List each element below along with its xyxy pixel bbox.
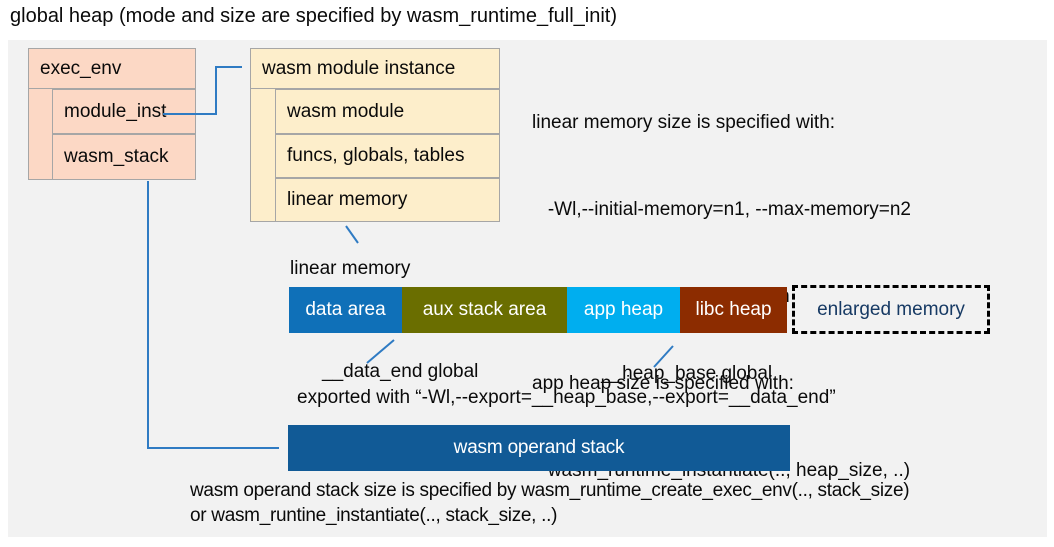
module-instance-header: wasm module instance [250,48,500,89]
operand-stack-caption-line1: wasm operand stack size is specified by … [190,480,910,501]
segment-data-area: data area [289,287,402,333]
segment-libc-heap: libc heap [680,287,787,333]
note-line: -Wl,--initial-memory=n1, --max-memory=n2 [532,199,911,220]
exec-env-row-wasm-stack: wasm_stack [52,134,196,180]
exec-env-row-module-inst: module_inst [52,89,196,134]
diagram-title: global heap (mode and size are specified… [10,5,617,27]
module-instance-row-funcs-globals-tables: funcs, globals, tables [275,134,500,178]
linear-memory-label: linear memory [290,258,411,279]
module-instance-row-linear-memory: linear memory [275,178,500,222]
exec-env-header: exec_env [28,48,196,89]
module-instance-row-wasm-module: wasm module [275,89,500,134]
note-line: linear memory size is specified with: [532,112,836,133]
note-line: app heap size is specified with: [532,373,794,394]
exported-with-label: exported with “-Wl,--export=__heap_base,… [297,387,836,408]
note-line: app heap is created only when malloc/fre… [532,543,935,547]
segment-app-heap: app heap [567,287,680,333]
heap-base-global-label: __heap_base global [601,363,773,384]
segment-enlarged-memory: enlarged memory [792,285,990,334]
operand-stack-caption-line2: or wasm_runtine_instantiate(.., stack_si… [190,505,558,526]
wasm-operand-stack-box: wasm operand stack [288,425,790,471]
data-end-global-label: __data_end global [322,361,479,382]
segment-aux-stack-area: aux stack area [402,287,567,333]
